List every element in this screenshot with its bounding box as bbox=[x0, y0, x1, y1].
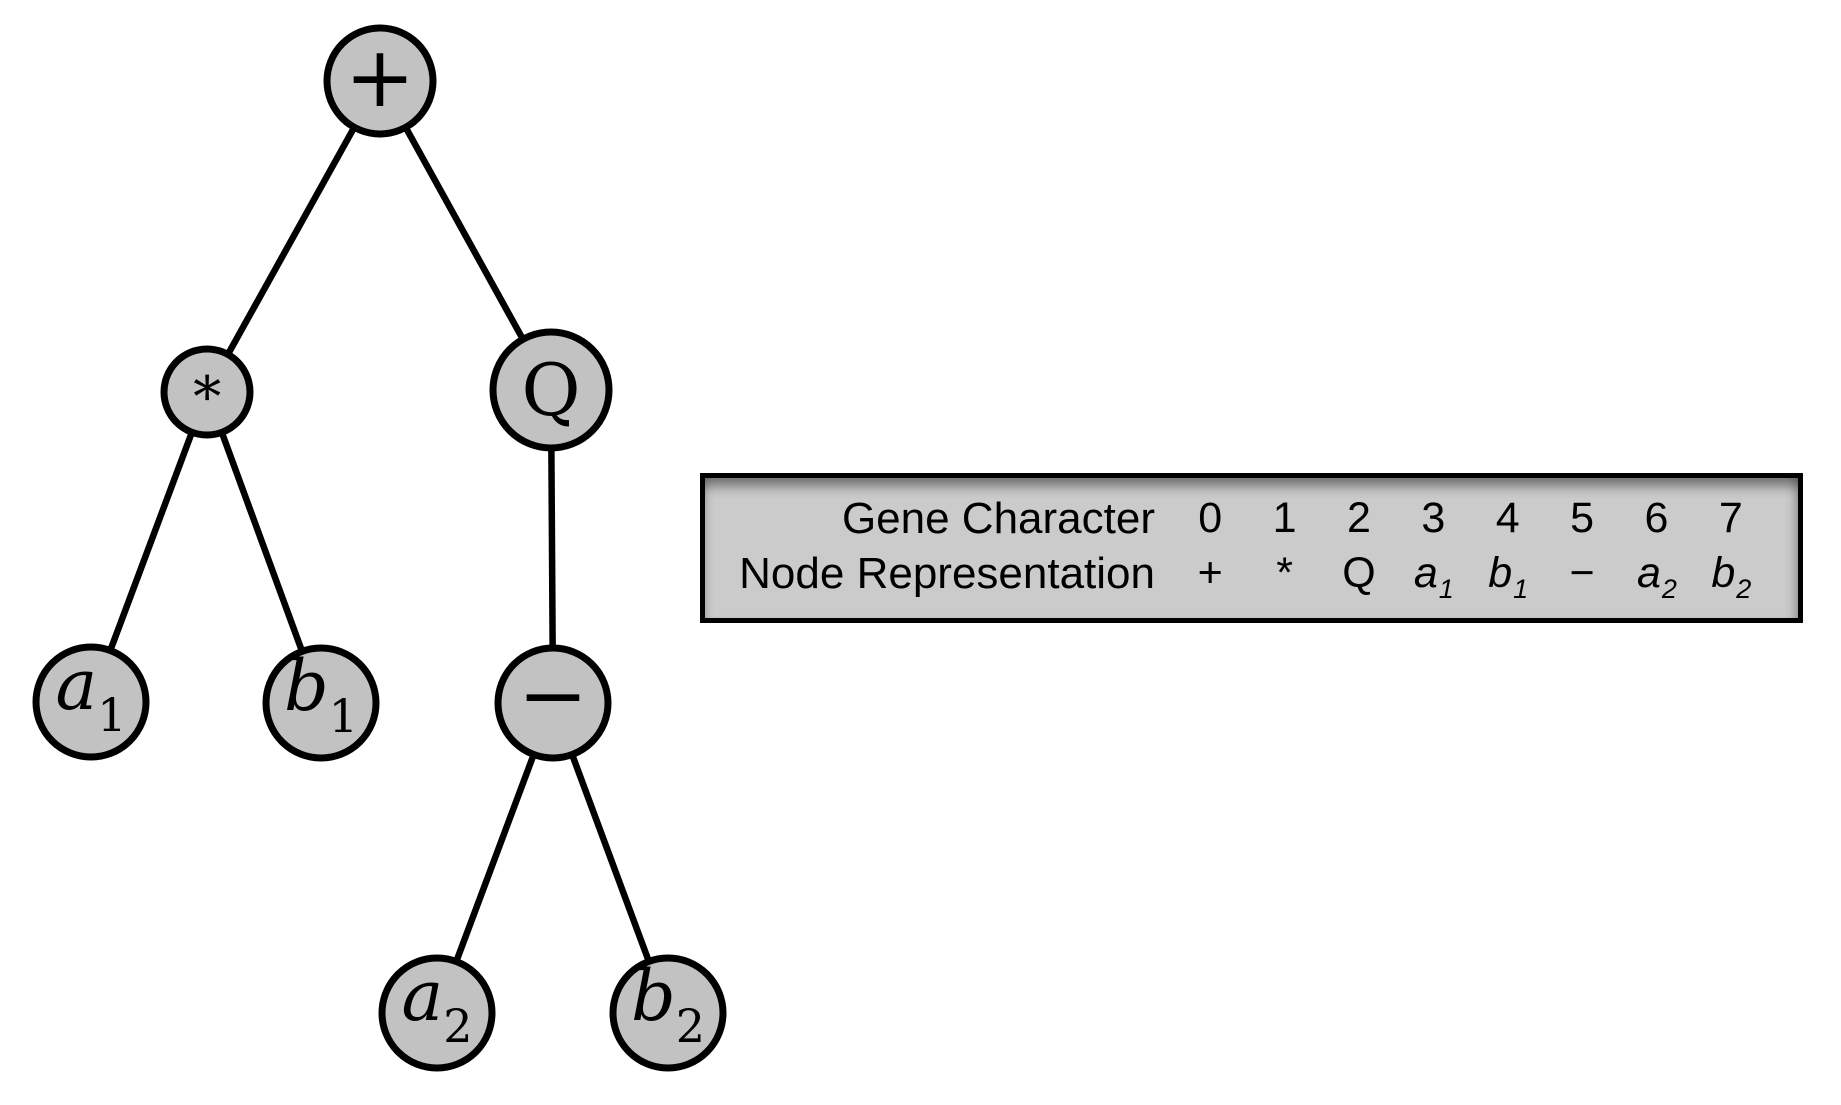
table-cell-text: b bbox=[1711, 549, 1736, 597]
row-cells-gene-character: 0 1 2 3 4 5 6 7 bbox=[1155, 491, 1798, 546]
table-cell-r1-c0: + bbox=[1173, 546, 1247, 601]
table-cell-text: 4 bbox=[1495, 494, 1520, 542]
tree-node-label-a1: a1 bbox=[55, 644, 126, 742]
tree-node-times bbox=[160, 345, 254, 439]
table-cell-r0-c0: 0 bbox=[1173, 491, 1247, 546]
table-cell-r0-c2: 2 bbox=[1322, 491, 1396, 546]
tree-node-label-a2: a2 bbox=[401, 955, 472, 1053]
expression-tree: + ∗ Qa1 b1 − a2 b2 bbox=[32, 24, 727, 1072]
table-cell-text: 5 bbox=[1570, 494, 1595, 542]
table-cell-r1-c3: a1 bbox=[1396, 546, 1470, 604]
tree-node-label-b1: b1 bbox=[284, 645, 358, 743]
table-cell-text: 1 bbox=[1272, 494, 1297, 542]
tree-node-q bbox=[489, 328, 613, 452]
tree-node-label-q: Q bbox=[521, 348, 580, 432]
table-cell-text: a bbox=[1413, 549, 1438, 597]
tree-edge-plus-times bbox=[203, 77, 384, 396]
table-cell-r0-c3: 3 bbox=[1396, 491, 1470, 546]
table-cell-text: − bbox=[1569, 549, 1595, 597]
table-row-gene-character: Gene Character 0 1 2 3 4 5 6 7 bbox=[705, 491, 1798, 546]
table-cell-text: + bbox=[1197, 549, 1223, 597]
tree-node-label-subscript: 1 bbox=[97, 688, 126, 742]
tree-node-b2 bbox=[609, 954, 727, 1072]
gene-lookup-table: Gene Character 0 1 2 3 4 5 6 7 Node Representat… bbox=[700, 473, 1803, 623]
tree-node-label-plus: + bbox=[345, 28, 415, 126]
row-label-node-representation: Node Representation bbox=[739, 549, 1155, 598]
table-cell-text: Q bbox=[1342, 549, 1376, 597]
tree-node-label-subscript: 1 bbox=[329, 689, 358, 743]
table-cell-text: 6 bbox=[1644, 494, 1669, 542]
table-cell-r0-c1: 1 bbox=[1247, 491, 1321, 546]
table-cell-r1-c1: * bbox=[1247, 546, 1321, 601]
table-cell-r1-c4: b1 bbox=[1471, 546, 1545, 604]
table-cell-r0-c5: 5 bbox=[1545, 491, 1619, 546]
table-cell-r1-c2: Q bbox=[1322, 546, 1396, 601]
tree-node-label-subscript: 2 bbox=[443, 999, 472, 1053]
row-label-gene-character: Gene Character bbox=[841, 494, 1155, 543]
tree-node-a2 bbox=[378, 954, 496, 1072]
table-cell-text: 2 bbox=[1346, 494, 1371, 542]
tree-node-label-times: ∗ bbox=[188, 354, 226, 419]
table-cell-subscript: 1 bbox=[1438, 574, 1454, 604]
tree-node-label-subscript: 2 bbox=[676, 999, 705, 1053]
tree-node-minus bbox=[494, 644, 612, 762]
table-cell-subscript: 2 bbox=[1736, 574, 1752, 604]
table-cell-r1-c6: a2 bbox=[1619, 546, 1693, 604]
table-cell-r0-c4: 4 bbox=[1471, 491, 1545, 546]
table-cell-r0-c6: 6 bbox=[1619, 491, 1693, 546]
table-cell-subscript: 1 bbox=[1513, 574, 1529, 604]
table-cell-text: 7 bbox=[1718, 494, 1743, 542]
tree-node-b1 bbox=[262, 644, 380, 762]
table-cell-text: 0 bbox=[1198, 494, 1223, 542]
table-cell-text: a bbox=[1636, 549, 1661, 597]
tree-node-a1 bbox=[32, 643, 150, 761]
tree-node-plus bbox=[323, 24, 437, 138]
table-cell-r1-c7: b2 bbox=[1694, 546, 1768, 604]
table-cell-r1-c5: − bbox=[1545, 546, 1619, 601]
table-cell-subscript: 2 bbox=[1661, 574, 1677, 604]
table-cell-text: b bbox=[1488, 549, 1513, 597]
table-cell-text: 3 bbox=[1421, 494, 1446, 542]
table-cell-text: * bbox=[1276, 549, 1293, 597]
tree-node-label-b2: b2 bbox=[631, 955, 705, 1053]
table-cell-r0-c7: 7 bbox=[1694, 491, 1768, 546]
tree-node-label-minus: − bbox=[518, 646, 588, 744]
